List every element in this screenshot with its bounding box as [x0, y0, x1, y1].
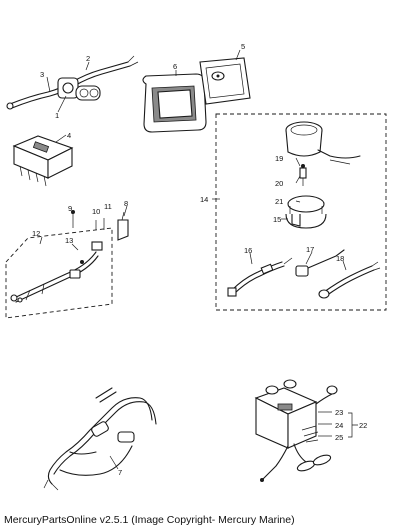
callout-7: 7	[118, 468, 122, 477]
callout-9: 9	[68, 204, 72, 213]
callout-12: 12	[32, 229, 40, 238]
callout-19: 19	[275, 154, 283, 163]
part-cover-plate	[199, 57, 251, 105]
callout-18: 18	[336, 254, 344, 263]
leader-lines	[39, 49, 358, 470]
callout-20: 20	[275, 179, 283, 188]
callout-16: 16	[244, 246, 252, 255]
callout-15: 15	[273, 215, 281, 224]
callout-11: 11	[104, 202, 112, 211]
callout-2: 2	[86, 54, 90, 63]
callout-14: 14	[200, 195, 208, 204]
part-12-group-box	[5, 210, 129, 319]
callout-21: 21	[275, 197, 283, 206]
callout-17: 17	[306, 245, 314, 254]
callout-13: 13	[65, 236, 73, 245]
part-14-group-box	[215, 113, 387, 311]
part-harness-bracket	[6, 55, 139, 110]
callout-23: 23	[335, 408, 343, 417]
callout-labels: 1 2 3 4 5 6 7 8 9 10 11 12 13 14 15 16 1…	[32, 42, 367, 477]
callout-8: 8	[124, 199, 128, 208]
callout-22: 22	[359, 421, 367, 430]
part-7-harness	[43, 387, 157, 491]
callout-10: 10	[92, 207, 100, 216]
part-gasket-frame	[142, 73, 207, 133]
callout-4: 4	[67, 131, 71, 140]
callout-24: 24	[335, 421, 343, 430]
callout-25: 25	[335, 433, 343, 442]
callout-6: 6	[173, 62, 177, 71]
part-22-module	[254, 379, 338, 482]
callout-5: 5	[241, 42, 245, 51]
callout-1: 1	[55, 111, 59, 120]
image-caption: MercuryPartsOnline v2.5.1 (Image Copyrig…	[4, 514, 295, 526]
part-control-box	[12, 135, 74, 187]
callout-3: 3	[40, 70, 44, 79]
